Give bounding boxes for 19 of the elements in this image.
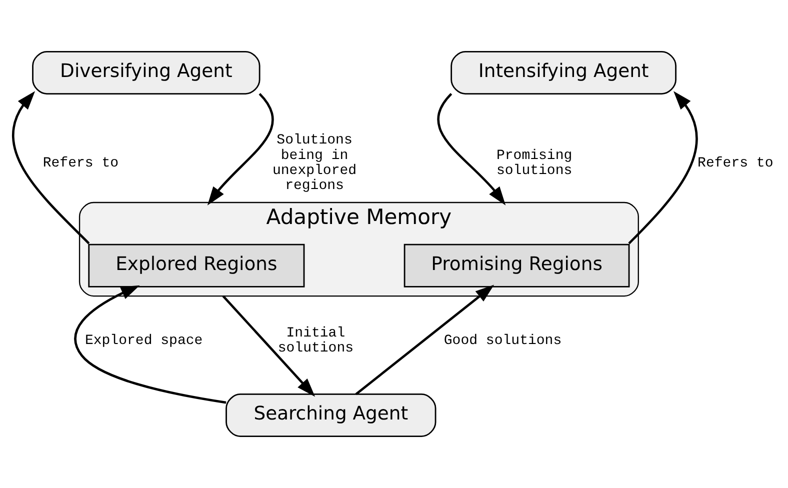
node-box: Intensifying Agent	[450, 50, 676, 94]
edge-label: Explored space	[84, 333, 203, 350]
node-box: Searching Agent	[226, 394, 436, 438]
edge-label: Refers to	[42, 155, 119, 172]
edge-label: Solutions being in unexplored regions	[272, 132, 357, 194]
edge-label: Refers to	[698, 155, 774, 172]
arrow	[437, 93, 506, 206]
node-box: Explored Regions	[88, 244, 305, 288]
edge-label: Good solutions	[444, 333, 562, 350]
arrow	[12, 91, 90, 244]
arrow	[355, 284, 494, 396]
arrow	[74, 285, 226, 404]
arrow	[222, 295, 316, 397]
node-box: Promising Regions	[404, 244, 630, 288]
arrow	[628, 91, 698, 244]
edge-label: Initial solutions	[278, 325, 354, 357]
arrow	[207, 93, 274, 206]
edge-label: Promising solutions	[496, 148, 572, 179]
node-box: Diversifying Agent	[32, 50, 260, 94]
